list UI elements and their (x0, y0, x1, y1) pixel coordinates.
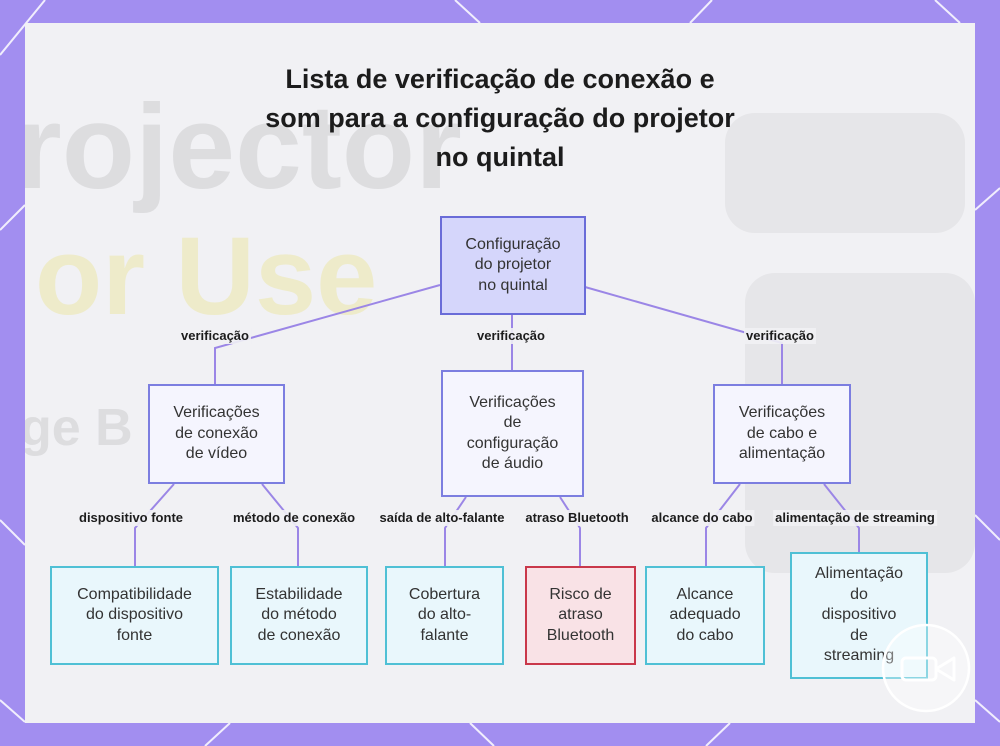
node-text: Alimentação (814, 565, 904, 583)
node-text: dispositivo (821, 606, 897, 624)
node-text: Verificações (173, 404, 260, 422)
edge-label: verificação (179, 328, 251, 344)
node-text: Risco de (549, 585, 612, 603)
diagram-title: Lista de verificação de conexão e som pa… (200, 60, 800, 177)
edge-cable-reach (705, 483, 741, 567)
node-text: alimentação (738, 445, 826, 463)
title-line: som para a configuração do projetor (265, 103, 735, 133)
edge-label: atraso Bluetooth (523, 510, 631, 526)
edge-label: saída de alto-falante (377, 510, 507, 526)
node-text: de conexão (257, 626, 341, 644)
play-camera-icon (881, 623, 971, 713)
edge-label: verificação (475, 328, 547, 344)
edge-root-video (214, 284, 441, 385)
edge-audio-bluetooth (559, 496, 581, 567)
edge-video-stability (261, 483, 299, 567)
node-text: Estabilidade (255, 585, 343, 603)
node-text: Compatibilidade (77, 585, 192, 603)
node-text: de conexão (175, 424, 258, 442)
node-bluetooth-delay-risk: Risco de atraso Bluetooth (525, 566, 636, 665)
node-text: de (850, 626, 868, 644)
node-text: fonte (116, 626, 153, 644)
background-shape (725, 113, 965, 233)
node-text: Verificações (738, 404, 826, 422)
node-cable-reach: Alcance adequado do cabo (645, 566, 765, 665)
node-cable-checks: Verificações de cabo e alimentação (713, 384, 851, 484)
node-text: do cabo (676, 626, 734, 644)
node-text: streaming (823, 647, 895, 665)
node-text: Verificações (469, 393, 556, 411)
node-audio-checks: Verificações de configuração de áudio (441, 370, 584, 497)
edge-label: dispositivo fonte (77, 510, 185, 526)
node-text: do (850, 585, 868, 603)
edge-label: alimentação de streaming (773, 510, 937, 526)
node-text: do dispositivo (86, 606, 183, 624)
edge-label: alcance do cabo (649, 510, 755, 526)
node-text: Alcance (676, 585, 734, 603)
node-text: adequado (669, 606, 741, 624)
node-text: Bluetooth (546, 626, 615, 644)
node-root: Configuração do projetor no quintal (440, 216, 586, 315)
title-line: no quintal (435, 142, 565, 172)
node-text: falante (420, 626, 469, 644)
edge-label: método de conexão (230, 510, 358, 526)
edge-audio-coverage (444, 496, 467, 567)
edge-cable-streaming (823, 483, 860, 553)
node-text: do alto- (417, 606, 472, 624)
node-text: no quintal (478, 276, 548, 294)
node-text: de vídeo (185, 445, 248, 463)
edge-label: verificação (744, 328, 816, 344)
node-speaker-coverage: Cobertura do alto- falante (385, 566, 504, 665)
node-video-checks: Verificações de conexão de vídeo (148, 384, 285, 484)
node-text: de áudio (481, 455, 544, 472)
node-text: Cobertura (408, 585, 481, 603)
node-text: configuração (466, 434, 559, 452)
node-source-compatibility: Compatibilidade do dispositivo fonte (50, 566, 219, 665)
node-text: do projetor (474, 256, 552, 274)
node-text: Configuração (465, 235, 561, 253)
title-line: Lista de verificação de conexão e (285, 64, 715, 94)
node-connection-stability: Estabilidade do método de conexão (230, 566, 368, 665)
node-text: atraso (558, 606, 603, 624)
node-text: do método (261, 606, 337, 624)
edge-video-compat (134, 483, 175, 567)
node-text: de cabo e (746, 424, 818, 442)
node-text: de (503, 414, 522, 431)
